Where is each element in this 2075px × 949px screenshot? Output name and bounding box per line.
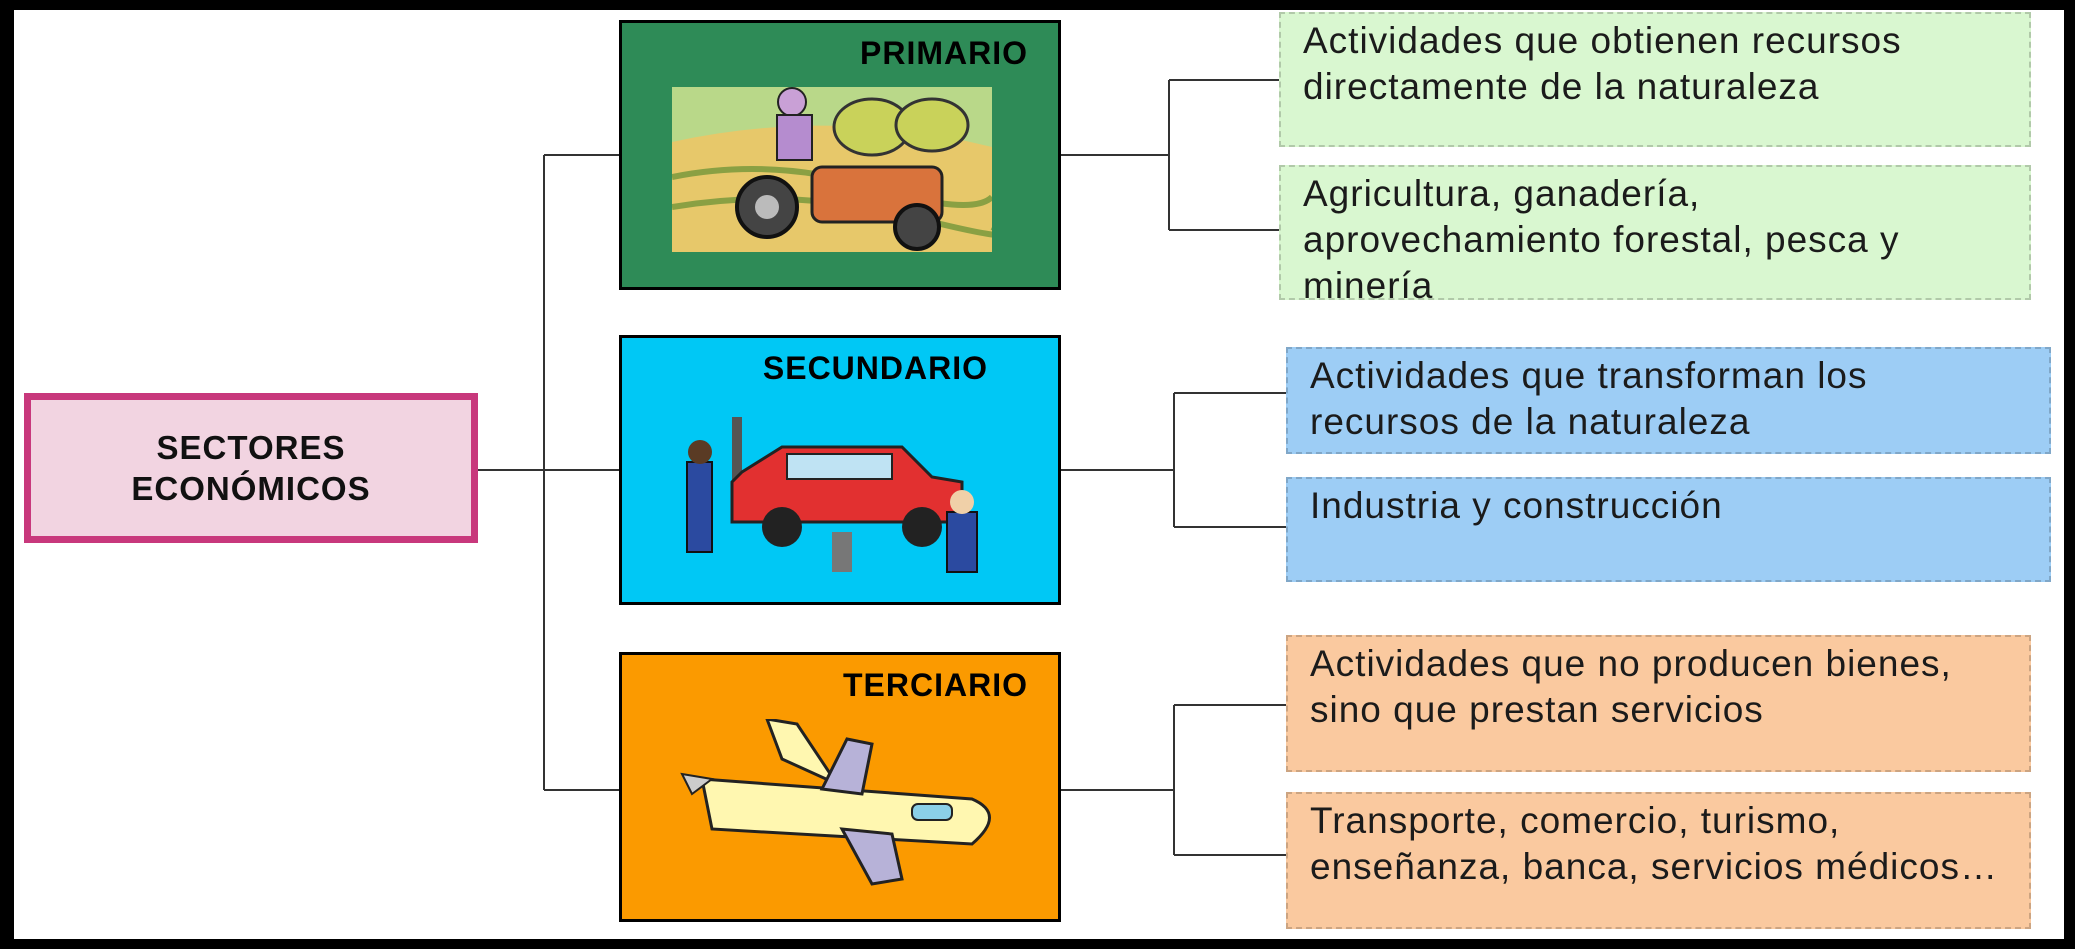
secundario-description: Actividades que transforman los recursos… (1286, 347, 2051, 454)
sector-secundario-box: SECUNDARIO (619, 335, 1061, 605)
farmer-tractor-illustration (672, 87, 992, 252)
secundario-examples: Industria y construcción (1286, 477, 2051, 582)
sector-primario-box: PRIMARIO (619, 20, 1061, 290)
terciario-examples: Transporte, comercio, turismo, enseñanza… (1286, 792, 2031, 929)
sector-title: SECUNDARIO (762, 350, 988, 386)
sector-title: PRIMARIO (860, 35, 1028, 71)
primario-description: Actividades que obtienen recursos direct… (1279, 12, 2031, 147)
root-label-line2: ECONÓMICOS (131, 470, 371, 507)
root-label-line1: SECTORES (156, 429, 346, 466)
root-node-sectores-economicos: SECTORES ECONÓMICOS (24, 393, 478, 543)
sector-title: TERCIARIO (843, 667, 1028, 703)
primario-examples: Agricultura, ganadería, aprovechamiento … (1279, 165, 2031, 306)
sector-terciario-box: TERCIARIO (619, 652, 1061, 922)
connector-lines (478, 79, 1286, 856)
diagram-canvas: SECTORES ECONÓMICOS PRIMARIO SECUNDARIO (14, 10, 2064, 939)
mechanics-car-illustration (686, 417, 978, 573)
airplane-illustration (680, 719, 991, 886)
terciario-description: Actividades que no producen bienes, sino… (1286, 635, 2031, 772)
